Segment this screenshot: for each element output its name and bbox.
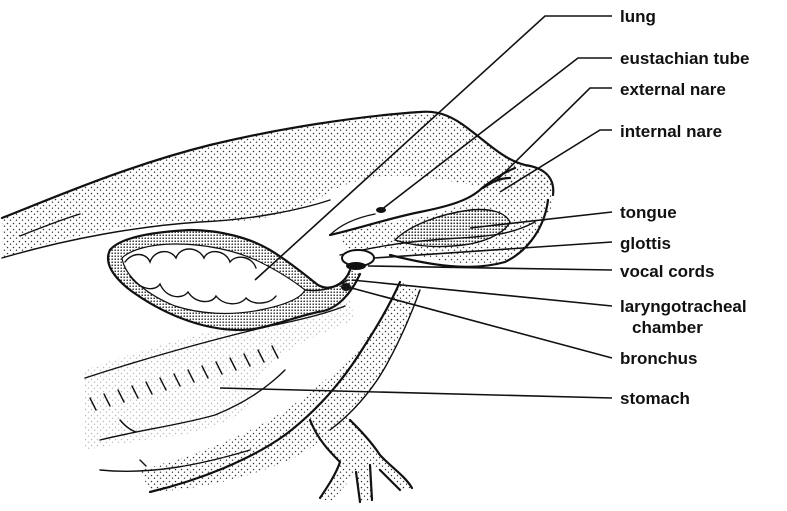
label-bronchus: bronchus xyxy=(620,349,697,368)
leader-stomach xyxy=(220,388,612,398)
label-glottis: glottis xyxy=(620,234,671,253)
leader-vocal-cords xyxy=(368,266,612,270)
label-internal-nare: internal nare xyxy=(620,122,722,141)
label-eustachian-tube: eustachian tube xyxy=(620,49,749,68)
label-tongue: tongue xyxy=(620,203,677,222)
label-laryngotracheal: laryngotracheal xyxy=(620,297,747,316)
label-lung: lung xyxy=(620,7,656,26)
label-laryngotracheal-chamber: chamber xyxy=(632,318,703,337)
label-vocal-cords: vocal cords xyxy=(620,262,715,281)
label-stomach: stomach xyxy=(620,389,690,408)
label-external-nare: external nare xyxy=(620,80,726,99)
labels: lung eustachian tube external nare inter… xyxy=(620,7,749,408)
